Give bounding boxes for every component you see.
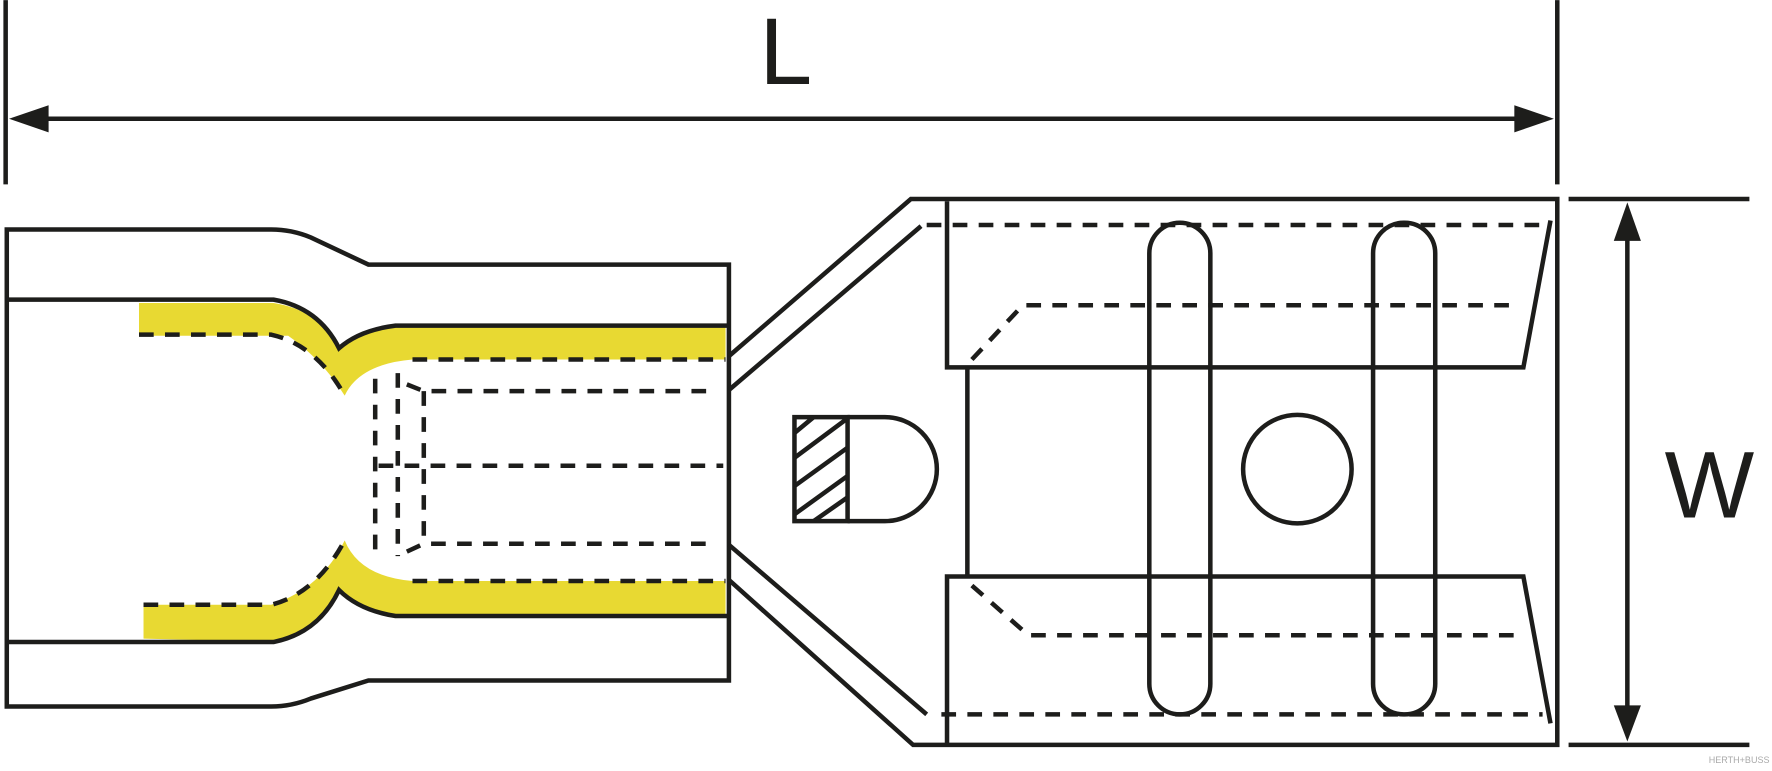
insulation-bottom xyxy=(143,540,726,643)
slot-left xyxy=(1147,220,1213,717)
insulation-top xyxy=(139,303,726,396)
spring-top xyxy=(944,201,1553,370)
hidden-line xyxy=(143,539,347,607)
funnel-inner xyxy=(727,224,929,717)
hidden-line xyxy=(405,382,715,554)
slot-right xyxy=(1370,220,1438,717)
sleeve-inner-top xyxy=(6,297,729,352)
receptacle-outline xyxy=(727,196,1560,748)
dimension-width xyxy=(1568,196,1750,748)
hole xyxy=(1240,412,1354,526)
dimension-length xyxy=(3,0,1560,185)
watermark: HERTH+BUSS xyxy=(1709,755,1770,765)
hatched-contact xyxy=(792,414,940,524)
sleeve-inner-bottom xyxy=(6,586,729,645)
hidden-line xyxy=(926,222,1549,717)
hidden-line xyxy=(139,332,347,397)
hidden-line xyxy=(412,357,726,584)
hidden-line xyxy=(970,303,1520,638)
length-label: L xyxy=(759,0,812,105)
spring-bottom xyxy=(944,574,1553,745)
sleeve-outline xyxy=(4,227,732,709)
width-label: W xyxy=(1665,433,1755,539)
hidden-line xyxy=(372,373,724,557)
